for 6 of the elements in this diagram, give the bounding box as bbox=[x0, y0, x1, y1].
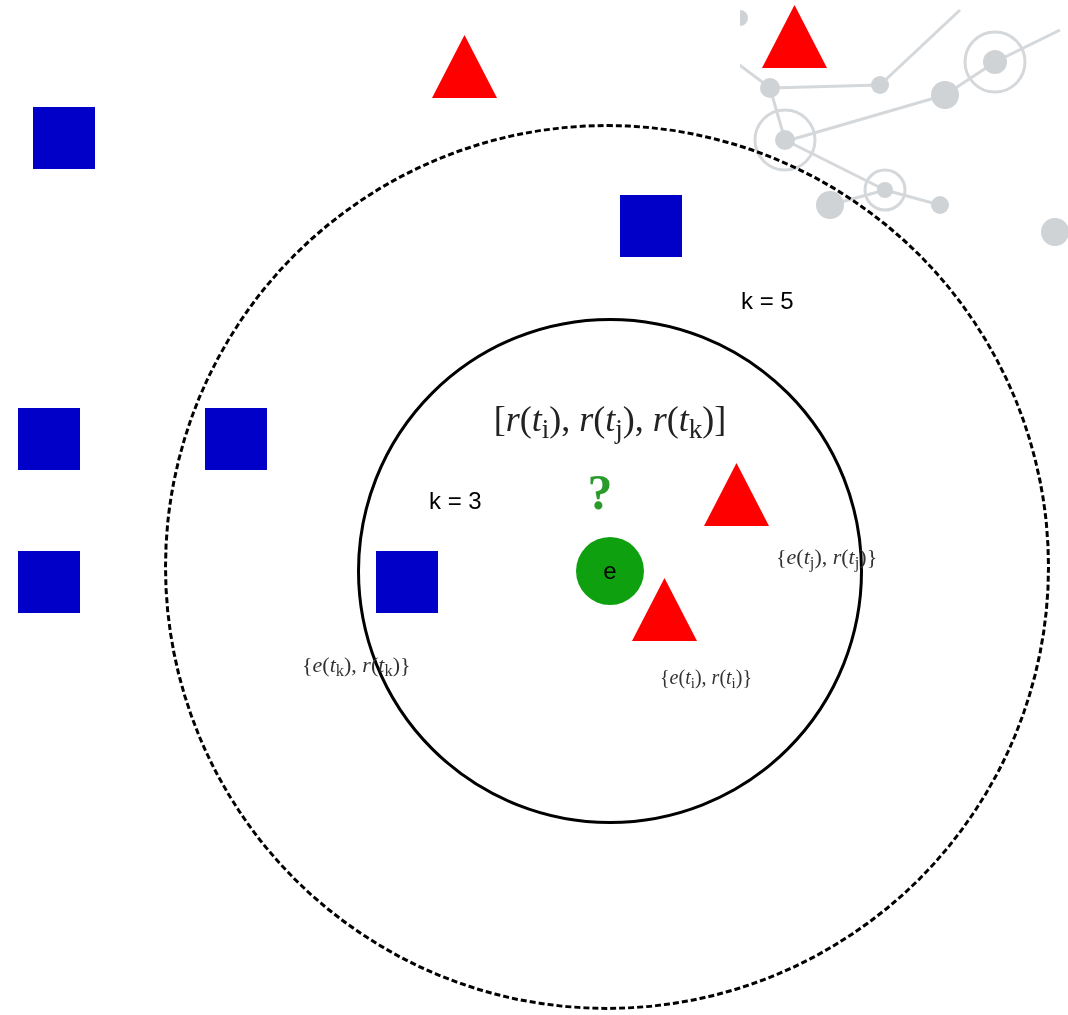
node-label: k = 3 bbox=[429, 486, 482, 516]
question-mark: ? bbox=[586, 463, 614, 522]
node-label: e bbox=[603, 556, 617, 586]
math-label: [r(t$_{i}$), r(t$_{j}$), r(t$_{k}$)] bbox=[492, 398, 728, 446]
node-label: k = 5 bbox=[741, 286, 794, 316]
math-label: {e(t$_{i}$), r(t$_{i}$)} bbox=[660, 665, 754, 692]
